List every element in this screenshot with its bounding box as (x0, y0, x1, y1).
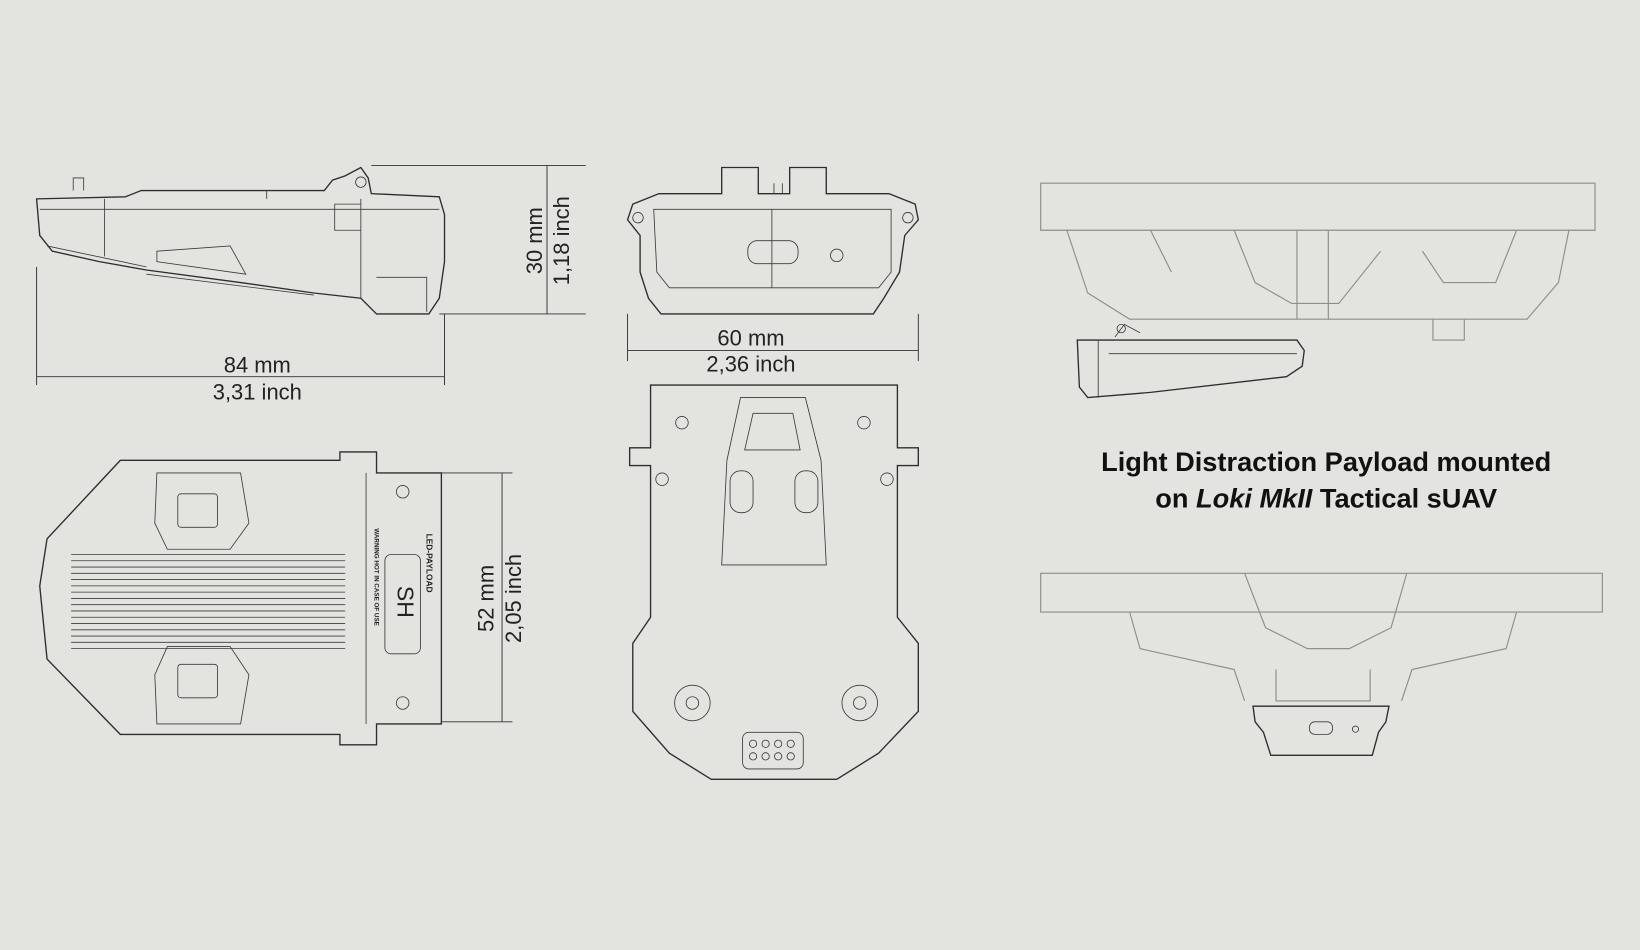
mount-view-payload (628, 384, 919, 781)
caption: Light Distraction Payload mounted on Lok… (1101, 446, 1551, 514)
length-mm-label: 84 mm (224, 353, 291, 378)
cooling-fins (71, 554, 346, 650)
connector-pin (748, 739, 758, 748)
connector-pin (774, 739, 783, 748)
width-mm-label: 60 mm (717, 325, 784, 350)
connector-pins (748, 739, 795, 761)
side-view-payload (35, 166, 446, 315)
top-view-payload: LED-PAYLOAD WARNING HOT IN CASE OF USE S… (39, 451, 443, 746)
mounted-payload-side (1076, 323, 1305, 399)
mounted-payload-front (1252, 705, 1390, 756)
brand-label: LED-PAYLOAD (425, 534, 435, 593)
dimension-length: 84 mm 3,31 inch (36, 266, 445, 405)
drone-side-view (1040, 182, 1596, 341)
logo-label: SH (392, 586, 418, 618)
dimension-width: 60 mm 2,36 inch (627, 313, 919, 376)
front-view-payload (626, 166, 920, 315)
drone-front-view (1040, 572, 1603, 702)
dimension-depth: 52 mm 2,05 inch (441, 472, 526, 723)
connector-pin (748, 752, 758, 761)
caption-line2: on Loki MkII Tactical sUAV (1155, 482, 1497, 513)
connector-pin (786, 739, 795, 748)
dimension-height: 30 mm 1,18 inch (371, 164, 586, 315)
warning-label: WARNING HOT IN CASE OF USE (372, 528, 379, 625)
depth-mm-label: 52 mm (474, 565, 499, 632)
connector-pin (774, 752, 783, 761)
depth-inch-label: 2,05 inch (501, 554, 526, 643)
length-inch-label: 3,31 inch (213, 380, 302, 405)
width-inch-label: 2,36 inch (706, 351, 795, 376)
connector-pin (761, 739, 770, 748)
connector-pin (761, 752, 770, 761)
connector-pin (786, 752, 795, 761)
height-inch-label: 1,18 inch (549, 196, 574, 285)
height-mm-label: 30 mm (522, 207, 547, 274)
caption-line1: Light Distraction Payload mounted (1101, 446, 1551, 477)
